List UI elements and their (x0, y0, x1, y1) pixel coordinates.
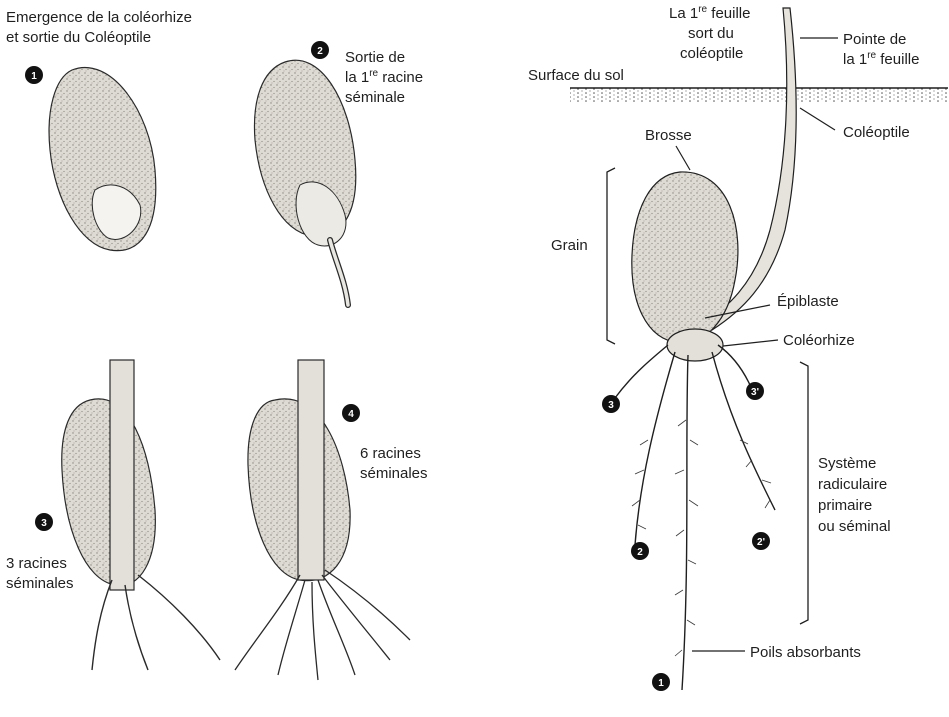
step-4-label-line-1: 6 racines (360, 445, 421, 462)
first-leaf-label-line-3: coléoptile (680, 45, 743, 62)
step-3-number: 3 (41, 518, 47, 529)
stage-4-roots (235, 570, 410, 680)
root-system-label-line-3: primaire (818, 497, 872, 514)
step-1-number: 1 (31, 71, 37, 82)
title-line-1: Emergence de la coléorhize (6, 9, 192, 26)
root-3-number: 3 (608, 400, 614, 411)
coleoptile-label: Coléoptile (843, 124, 910, 141)
brosse-leader (676, 146, 690, 170)
stage-3-root-a (92, 580, 112, 670)
root-system-bracket (800, 362, 808, 624)
stage-3-coleoptile (110, 360, 134, 590)
root-3 (615, 345, 668, 398)
root-hairs-strokes (632, 420, 771, 656)
step-2-label-line-3: séminale (345, 89, 405, 106)
first-leaf-label-line-2: sort du (688, 25, 734, 42)
root-1-number: 1 (658, 678, 664, 689)
root-3-prime (718, 345, 750, 385)
stage-4-coleoptile (298, 360, 324, 580)
tip-label-line-2: la 1re feuille (843, 50, 919, 68)
root-1 (682, 355, 688, 690)
coleorhize-label: Coléorhize (783, 332, 855, 349)
root-hairs-label: Poils absorbants (750, 644, 861, 661)
step-2-label-line-1: Sortie de (345, 49, 405, 66)
tip-label-line-1: Pointe de (843, 31, 906, 48)
root-system-label-line-1: Système (818, 455, 876, 472)
step-2-number: 2 (317, 46, 323, 57)
epiblaste-label: Épiblaste (777, 293, 839, 310)
brosse-label: Brosse (645, 127, 692, 144)
step-3-label-line-2: séminales (6, 575, 74, 592)
stage-4-seed: 4 6 racines séminales (235, 360, 428, 680)
grain-label: Grain (551, 237, 588, 254)
left-panel: Emergence de la coléorhize et sortie du … (6, 9, 428, 680)
coleoptile-leader (800, 108, 835, 130)
root-3-prime-number: 3' (751, 387, 759, 398)
root-2-prime-number: 2' (757, 537, 765, 548)
step-2-label-line-2: la 1re racine (345, 68, 423, 86)
soil-surface-label: Surface du sol (528, 67, 624, 84)
right-panel: Surface du sol La 1re feuille sort du co… (528, 4, 948, 691)
stage-3-seed: 3 3 racines séminales (6, 360, 220, 670)
step-3-label-line-1: 3 racines (6, 555, 67, 572)
soil-band (570, 88, 948, 102)
stage-2-seed: 2 Sortie de la 1re racine séminale (254, 41, 423, 305)
stage-3-root-c (138, 575, 220, 660)
stage-3-grain (62, 399, 156, 586)
step-4-number: 4 (348, 409, 354, 420)
stage-1-seed: 1 (25, 66, 156, 251)
root-2-number: 2 (637, 547, 643, 558)
step-4-label-line-2: séminales (360, 465, 428, 482)
root-system-label-line-2: radiculaire (818, 476, 887, 493)
stage-3-root-b (125, 585, 148, 670)
root-system-label-line-4: ou séminal (818, 518, 891, 535)
root-2 (635, 352, 675, 545)
title-line-2: et sortie du Coléoptile (6, 29, 151, 46)
grain-bracket (607, 168, 615, 344)
coleorhize-shape (667, 329, 723, 361)
first-leaf-label-line-1: La 1re feuille (669, 4, 750, 22)
root-2-prime (712, 352, 775, 510)
grain-shape (632, 172, 738, 343)
